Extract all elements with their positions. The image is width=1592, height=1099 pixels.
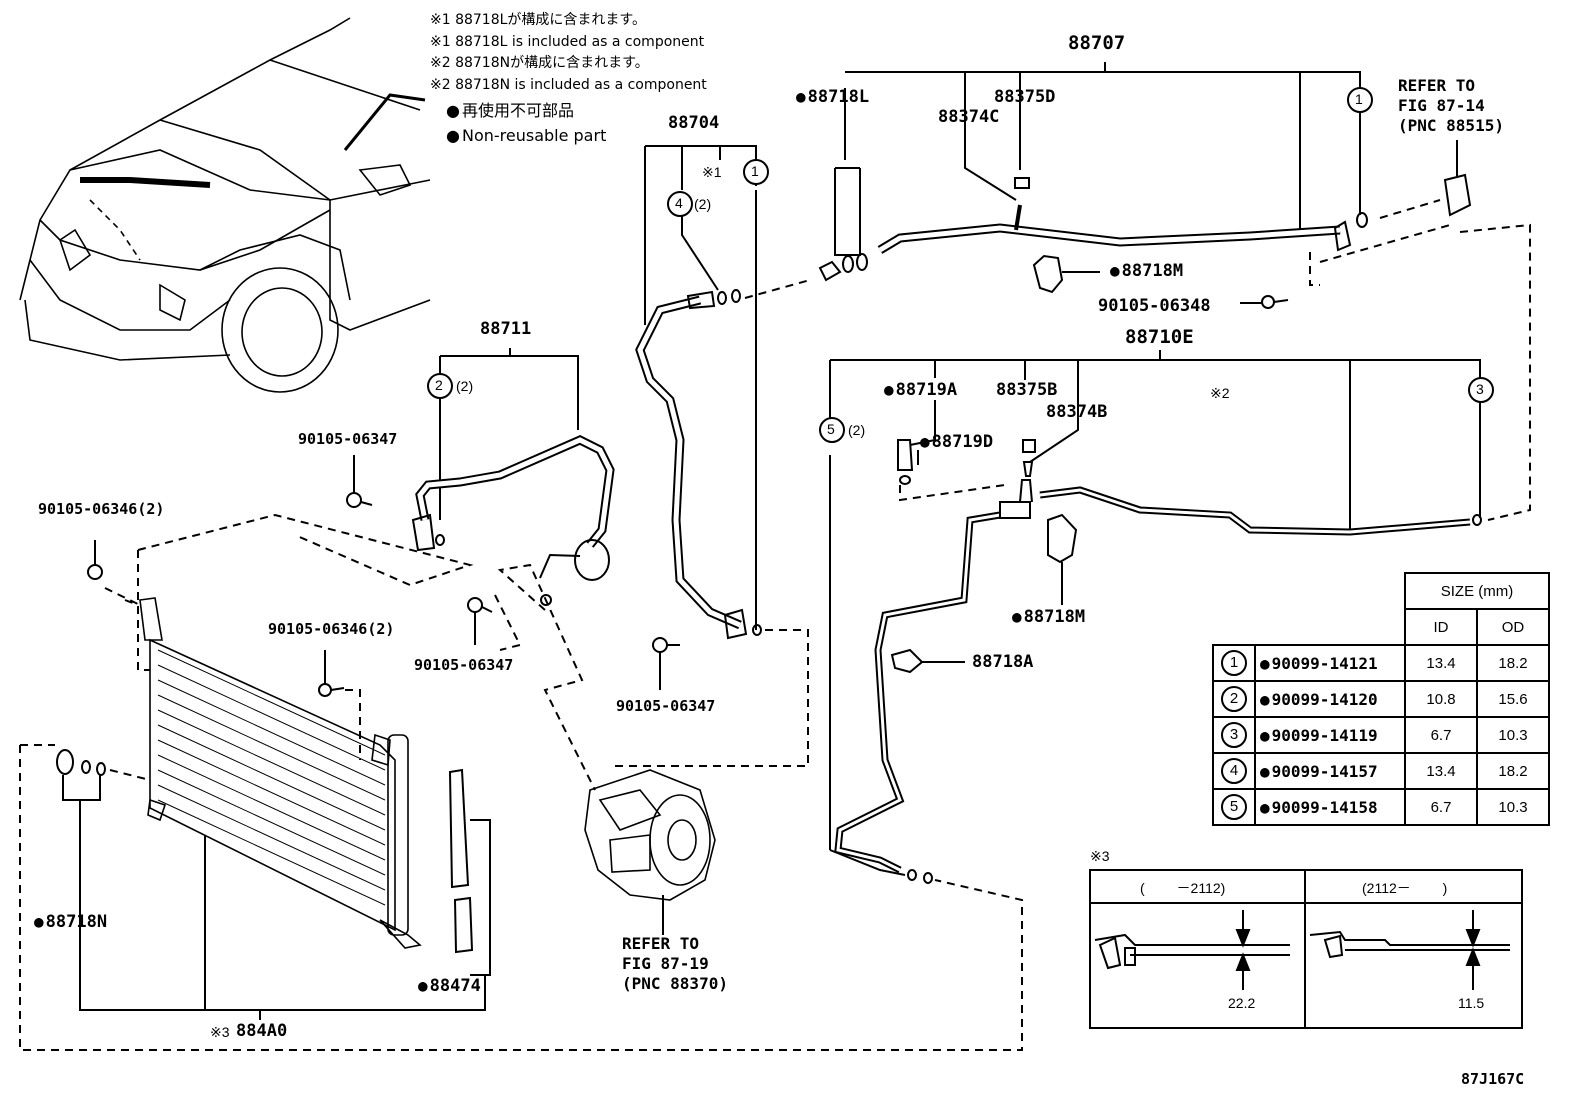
part-code: 90099-14119 (1271, 725, 1378, 745)
callout-2: 2 (435, 377, 443, 393)
variant-box-drawing (1089, 869, 1523, 1029)
refer-fig-87-19-line1: REFER TO (622, 934, 700, 953)
size-header: SIZE (mm) (1404, 572, 1550, 610)
legend-en: Non-reusable part (446, 126, 606, 145)
callout-1-hose: 1 (751, 163, 759, 179)
part-code: 90099-14120 (1271, 689, 1378, 709)
refer-fig-87-14: REFER TO FIG 87-14 (PNC 88515) (1398, 76, 1504, 136)
label-884A0: 884A0 (236, 1021, 288, 1041)
label-90105-06346-2-mid: 90105-06346(2) (268, 620, 395, 638)
label-88710E: 88710E (1125, 326, 1194, 348)
label-88718A: 88718A (972, 652, 1034, 672)
callout-4: 4 (675, 195, 683, 211)
outer-diameter: 18.2 (1476, 752, 1550, 790)
variant-mark: ※3 (1090, 848, 1110, 864)
inner-diameter: 13.4 (1404, 752, 1478, 790)
col-id-header: ID (1404, 608, 1478, 646)
label-88375B: 88375B (996, 380, 1058, 400)
label-88718L: 88718L (796, 87, 869, 107)
row-number: 3 (1221, 722, 1247, 748)
variant-left-dimension: 22.2 (1228, 995, 1256, 1011)
vehicle-illustration (19, 17, 431, 393)
callout-1-top: 1 (1355, 91, 1363, 107)
callout-5: 5 (827, 421, 835, 437)
label-88474: 88474 (418, 976, 481, 996)
condenser (139, 597, 422, 949)
label-88719D: 88719D (920, 432, 993, 452)
outer-diameter: 15.6 (1476, 680, 1550, 718)
variant-right-header: (2112－ ) (1362, 880, 1448, 896)
outer-diameter: 18.2 (1476, 644, 1550, 682)
qty-callout-5: (2) (848, 422, 866, 438)
label-88374C: 88374C (938, 107, 1000, 127)
label-90105-06348: 90105-06348 (1098, 296, 1211, 316)
variant-right-dimension: 11.5 (1458, 995, 1485, 1011)
qty-callout-4: (2) (694, 196, 712, 212)
label-90105-06346-2-top: 90105-06346(2) (38, 500, 165, 518)
note-mark-2: ※2 (1210, 385, 1230, 401)
part-code: 90099-14157 (1271, 761, 1378, 781)
label-88711: 88711 (480, 319, 532, 339)
label-90105-06347-bottom: 90105-06347 (616, 697, 716, 715)
outer-diameter: 10.3 (1476, 716, 1550, 754)
table-row: 5 90099-14158 6.7 10.3 (1212, 788, 1550, 826)
table-row: 1 90099-14121 13.4 18.2 (1212, 644, 1550, 682)
label-90105-06347-left: 90105-06347 (298, 430, 398, 448)
part-code: 90099-14121 (1271, 653, 1378, 673)
label-88704: 88704 (668, 113, 720, 133)
refer-fig-87-19-line2: FIG 87-19 (622, 954, 709, 973)
note-2-ja: ※2 88718Nが構成に含まれます。 (430, 55, 649, 71)
note-mark-1: ※1 (702, 164, 722, 180)
inner-diameter: 6.7 (1404, 716, 1478, 754)
label-88718M-top: 88718M (1110, 261, 1183, 281)
inner-diameter: 13.4 (1404, 644, 1478, 682)
inner-diameter: 6.7 (1404, 788, 1478, 826)
inner-diameter: 10.8 (1404, 680, 1478, 718)
row-number: 2 (1221, 686, 1247, 712)
figure-code: 87J167C (1461, 1070, 1525, 1088)
refer-fig-87-19: REFER TO FIG 87-19 (PNC 88370) (622, 934, 728, 994)
row-number: 5 (1221, 794, 1247, 820)
legend-ja: 再使用不可部品 (446, 101, 574, 120)
table-row: 4 90099-14157 13.4 18.2 (1212, 752, 1550, 790)
col-od-header: OD (1476, 608, 1550, 646)
callout-3: 3 (1476, 381, 1484, 397)
refer-fig-87-14-line3: (PNC 88515) (1398, 116, 1504, 135)
part-code: 90099-14158 (1271, 797, 1378, 817)
note-1-en: ※1 88718L is included as a component (430, 34, 705, 50)
refer-fig-87-14-line2: FIG 87-14 (1398, 96, 1485, 115)
label-88718N: 88718N (34, 912, 107, 932)
table-row: 2 90099-14120 10.8 15.6 (1212, 680, 1550, 718)
note-1-ja: ※1 88718Lが構成に含まれます。 (430, 12, 647, 28)
table-row: 3 90099-14119 6.7 10.3 (1212, 716, 1550, 754)
o-ring-size-table: SIZE (mm) ID OD 1 90099-14121 13.4 18.2 … (1212, 572, 1550, 826)
row-number: 1 (1221, 650, 1247, 676)
label-90105-06347-mid: 90105-06347 (414, 656, 514, 674)
variant-left-header: ( －2112) (1140, 880, 1226, 896)
row-number: 4 (1221, 758, 1247, 784)
label-88718M-mid: 88718M (1012, 607, 1085, 627)
qty-callout-2: (2) (456, 378, 474, 394)
note-mark-3: ※3 (210, 1024, 230, 1040)
label-88719A: 88719A (884, 380, 957, 400)
label-88374B: 88374B (1046, 402, 1108, 422)
refer-fig-87-14-line1: REFER TO (1398, 76, 1476, 95)
refer-fig-87-19-line3: (PNC 88370) (622, 974, 728, 993)
compressor (584, 769, 716, 901)
note-2-en: ※2 88718N is included as a component (430, 77, 707, 93)
label-88375D: 88375D (994, 87, 1056, 107)
outer-diameter: 10.3 (1476, 788, 1550, 826)
label-88707: 88707 (1068, 32, 1126, 54)
